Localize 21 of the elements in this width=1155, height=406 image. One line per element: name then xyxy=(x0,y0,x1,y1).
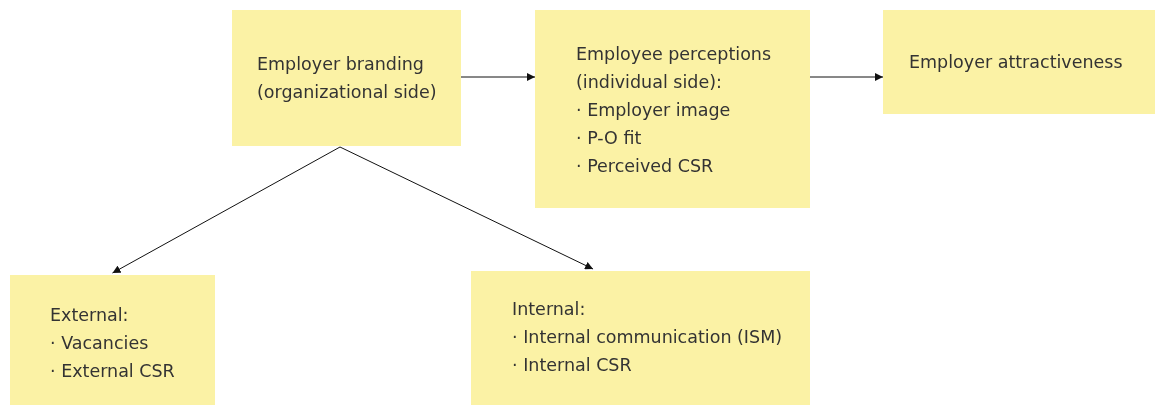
box-heading: External: xyxy=(50,304,130,327)
bullet-item: · Internal CSR xyxy=(512,354,633,377)
bullet-item: · External CSR xyxy=(50,360,175,383)
box-heading: Employee perceptions (individual side): xyxy=(576,43,773,94)
bullet-item: · Internal communication (ISM) xyxy=(512,326,783,349)
box-heading: Employer branding (organizational side) xyxy=(257,53,438,104)
process-box xyxy=(471,271,810,405)
box-heading: Internal: xyxy=(512,298,587,321)
arrow xyxy=(339,146,594,270)
process-box xyxy=(883,10,1155,114)
bullet-item: · Vacancies xyxy=(50,332,150,355)
arrow xyxy=(809,73,884,81)
arrow xyxy=(460,73,536,81)
bullet-item: · P-O fit xyxy=(576,127,643,150)
bullet-item: · Employer image xyxy=(576,99,732,122)
bullet-item: · Perceived CSR xyxy=(576,155,715,178)
process-box xyxy=(232,10,461,146)
arrow xyxy=(112,146,341,274)
box-heading: Employer attractiveness xyxy=(909,51,1123,74)
process-box xyxy=(10,275,215,405)
process-box xyxy=(535,10,810,208)
